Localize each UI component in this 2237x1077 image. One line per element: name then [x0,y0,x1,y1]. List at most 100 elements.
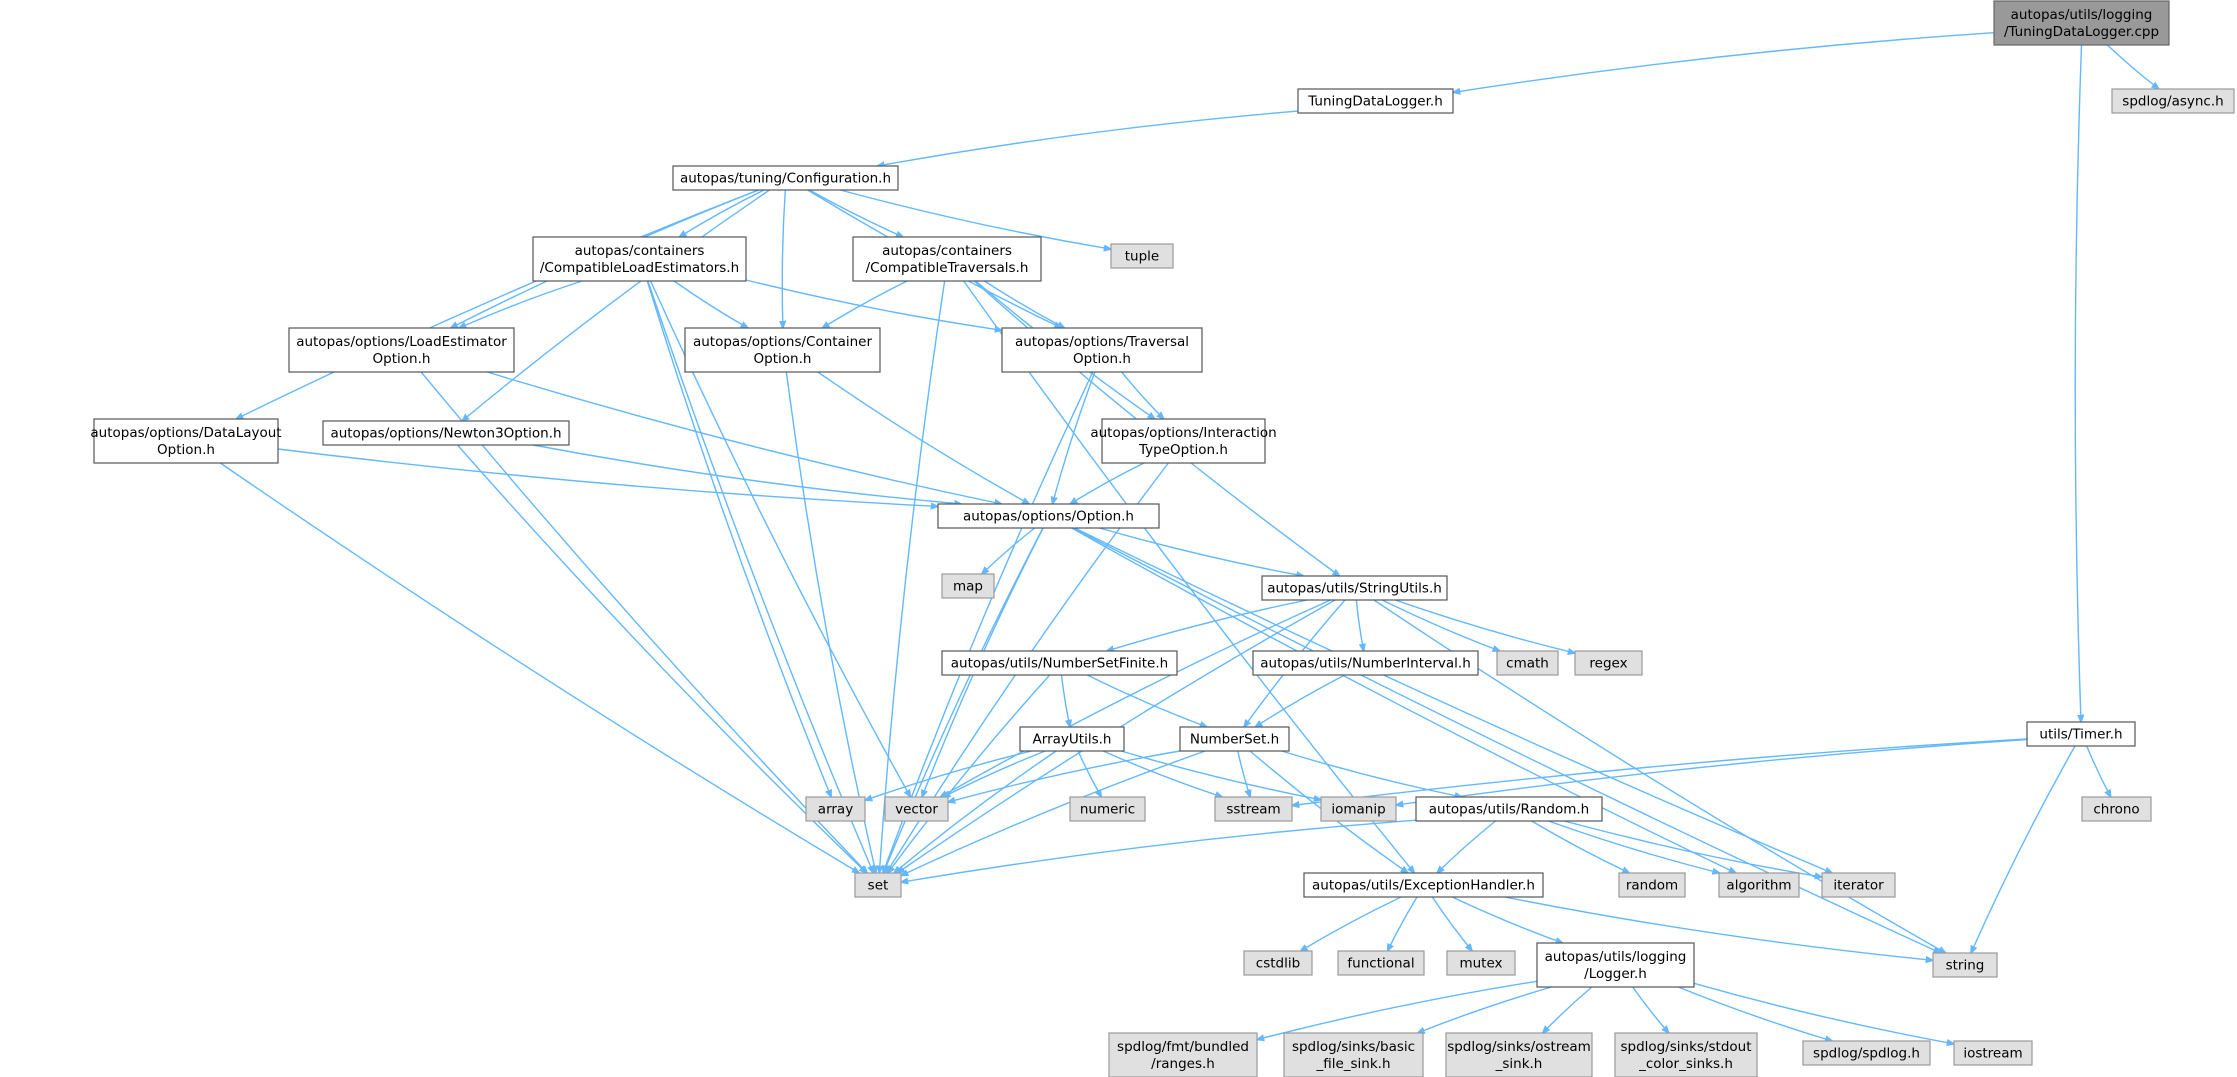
node-label: cmath [1506,656,1549,672]
node-label: spdlog/async.h [2122,94,2223,110]
node-label: autopas/utils/NumberInterval.h [1260,656,1471,672]
edge-cle-to-set [647,280,874,873]
edge-au-to-numeric [1077,750,1101,797]
node-label: autopas/utils/logging [2011,7,2153,23]
node-tdl[interactable]: TuningDataLogger.h [1297,88,1454,114]
node-logger[interactable]: autopas/utils/logging/Logger.h [1536,942,1695,988]
node-box [1019,726,1125,752]
node-label: Option.h [1073,351,1131,367]
edge-cle-to-leo [459,280,583,328]
node-eh[interactable]: autopas/utils/ExceptionHandler.h [1303,872,1544,898]
node-label: cstdlib [1256,956,1300,972]
node-timer[interactable]: utils/Timer.h [2026,721,2136,747]
node-ct[interactable]: autopas/containers/CompatibleTraversals.… [852,236,1042,282]
edge-rand-to-random [1531,820,1630,873]
edge-dlo-to-opt [277,448,938,506]
node-opt[interactable]: autopas/options/Option.h [937,503,1160,529]
node-box [1001,327,1203,373]
edge-ns-to-vector [948,750,1181,802]
edge-eh-to-functional [1388,896,1418,951]
edge-conf-to-n3 [462,189,770,421]
node-label: autopas/utils/Random.h [1429,802,1589,818]
node-box [684,327,881,373]
edge-ct-to-co [822,280,908,328]
edge-logger-to-iostream [1693,982,1954,1044]
node-label: ArrayUtils.h [1033,732,1112,748]
node-box [1446,950,1516,976]
node-random: random [1618,872,1686,898]
node-cle[interactable]: autopas/containers/CompatibleLoadEstimat… [532,236,747,282]
node-label: Option.h [373,351,431,367]
node-label: array [818,802,853,818]
node-label: autopas/containers [882,243,1012,259]
node-box [1337,950,1425,976]
node-conf[interactable]: autopas/tuning/Configuration.h [672,165,899,191]
node-regex: regex [1574,650,1643,676]
node-au[interactable]: ArrayUtils.h [1019,726,1125,752]
node-ns[interactable]: NumberSet.h [1179,726,1290,752]
node-ni[interactable]: autopas/utils/NumberInterval.h [1252,650,1479,676]
edge-nsf-to-ns [1086,674,1207,727]
node-box [941,650,1178,676]
node-box [1614,1032,1758,1077]
node-nsf[interactable]: autopas/utils/NumberSetFinite.h [941,650,1178,676]
node-label: Option.h [157,442,215,458]
node-box [1718,872,1800,898]
node-box [941,573,995,599]
edge-nsf-to-au [1060,674,1071,727]
node-fmt: spdlog/fmt/bundled/ranges.h [1108,1032,1258,1077]
node-label: set [868,878,889,894]
node-box [2026,721,2136,747]
node-label: spdlog/sinks/ostream [1447,1039,1591,1055]
node-basic: spdlog/sinks/basic_file_sink.h [1283,1032,1424,1077]
node-label: spdlog/sinks/stdout [1620,1039,1751,1055]
node-label: _color_sinks.h [1638,1056,1733,1072]
node-label: iterator [1833,878,1884,894]
node-sstream: sstream [1214,796,1293,822]
node-box [852,236,1042,282]
node-map: map [941,573,995,599]
node-label: Option.h [754,351,812,367]
node-label: /CompatibleLoadEstimators.h [540,260,739,276]
edge-ito-to-opt [1070,462,1145,504]
node-iterator: iterator [1821,872,1896,898]
edge-timer-to-chrono [2086,745,2111,797]
node-box [1101,418,1266,464]
node-root[interactable]: autopas/utils/logging/TuningDataLogger.c… [1993,0,2170,46]
node-iostream: iostream [1953,1040,2033,1066]
node-box [1415,796,1603,822]
edge-su-to-nsf [1107,599,1308,651]
node-rand[interactable]: autopas/utils/Random.h [1415,796,1603,822]
node-label: /ranges.h [1151,1056,1215,1072]
node-label: map [953,579,983,595]
node-box [532,236,747,282]
edge-cle-to-to [745,279,1002,330]
node-label: autopas/options/Option.h [963,509,1134,525]
edge-rand-to-iterator [1564,820,1822,877]
node-algorithm: algorithm [1718,872,1800,898]
edge-nsf-to-set [888,674,1051,873]
edge-eh-to-mutex [1431,896,1472,951]
edge-timer-to-string [1971,745,2076,953]
edge-logger-to-fmt [1257,980,1538,1039]
node-box [1110,243,1174,269]
node-box [1297,88,1454,114]
node-box [1320,796,1397,822]
node-box [322,420,570,446]
node-su[interactable]: autopas/utils/StringUtils.h [1261,575,1448,601]
node-n3[interactable]: autopas/options/Newton3Option.h [322,420,570,446]
node-label: autopas/tuning/Configuration.h [680,171,891,187]
node-label: functional [1347,956,1414,972]
node-box [1496,650,1559,676]
node-box [1802,1040,1931,1066]
node-box [672,165,899,191]
edge-opt-to-string [1072,527,1941,953]
node-label: autopas/options/Interaction [1090,425,1276,441]
edge-su-to-cmath [1381,599,1500,651]
